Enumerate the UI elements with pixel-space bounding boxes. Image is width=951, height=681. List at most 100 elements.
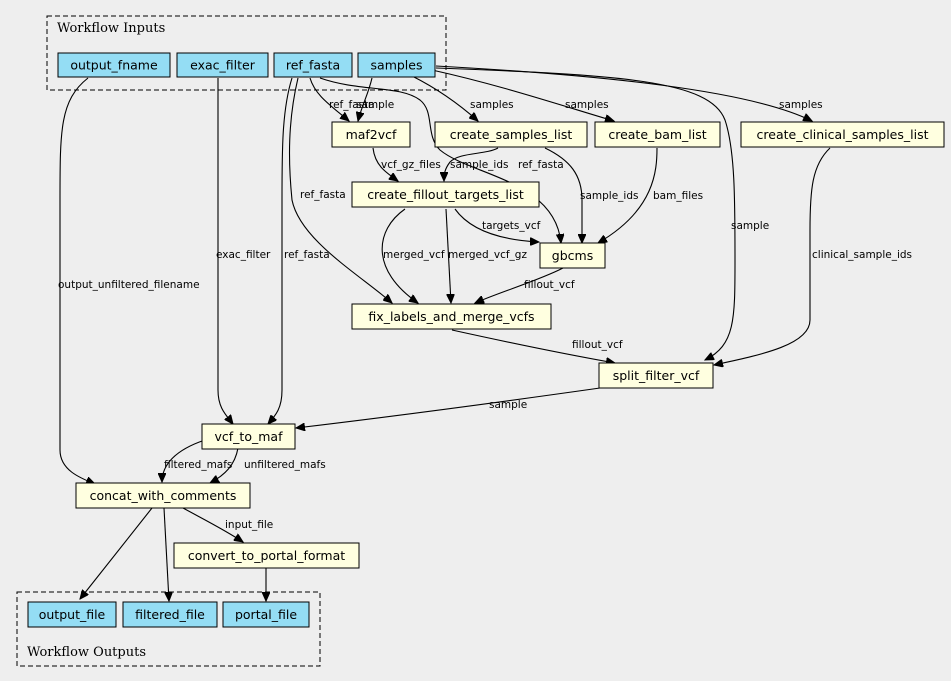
node-split-filter-vcf[interactable]: split_filter_vcf bbox=[598, 362, 714, 389]
node-vcf-to-maf[interactable]: vcf_to_maf bbox=[201, 423, 296, 450]
edge-label-merged-vcf: merged_vcf bbox=[383, 249, 445, 261]
edge-label-input-file: input_file bbox=[225, 519, 273, 531]
node-box bbox=[598, 362, 714, 389]
node-box bbox=[594, 121, 721, 148]
node-box bbox=[222, 601, 310, 628]
node-box bbox=[331, 121, 411, 148]
node-fix-labels-and-merge-vcfs[interactable]: fix_labels_and_merge_vcfs bbox=[351, 303, 552, 330]
edge-exac-filter-vcf-to-maf bbox=[217, 78, 233, 424]
workflow-inputs-cluster: Workflow Inputs bbox=[46, 15, 447, 91]
edge-label-sample-vcf-to-maf: sample bbox=[489, 399, 527, 411]
node-maf2vcf[interactable]: maf2vcf bbox=[331, 121, 411, 148]
edge-samples-list-gbcms bbox=[544, 147, 582, 243]
node-gbcms-label: gbcms bbox=[552, 248, 593, 263]
output-nodes: output_file filtered_file portal_file bbox=[27, 601, 310, 628]
node-convert-to-portal-format[interactable]: convert_to_portal_format bbox=[173, 542, 360, 569]
node-create-samples-list-label: create_samples_list bbox=[450, 127, 573, 142]
node-filtered-file-label: filtered_file bbox=[135, 607, 205, 622]
edge-label-vcf-gz-files: vcf_gz_files bbox=[381, 159, 441, 171]
edge-label-ref-fasta-vcf-to-maf: ref_fasta bbox=[284, 249, 330, 261]
node-create-fillout-targets-list[interactable]: create_fillout_targets_list bbox=[351, 181, 540, 208]
node-convert-to-portal-format-label: convert_to_portal_format bbox=[188, 548, 345, 563]
node-box bbox=[273, 52, 353, 78]
edge-label-targets-vcf: targets_vcf bbox=[482, 220, 541, 232]
node-output-file-label: output_file bbox=[39, 607, 106, 622]
edge-clinical-split-filter bbox=[714, 147, 831, 365]
workflow-outputs-title: Workflow Outputs bbox=[27, 645, 146, 660]
node-output-fname[interactable]: output_fname bbox=[57, 52, 171, 78]
node-filtered-file[interactable]: filtered_file bbox=[122, 601, 218, 628]
node-box bbox=[75, 482, 251, 509]
edge-concat-output-file bbox=[80, 507, 153, 599]
node-box bbox=[176, 52, 269, 78]
node-create-clinical-samples-list[interactable]: create_clinical_samples_list bbox=[740, 121, 945, 148]
edge-vcf-to-maf-concat-filtered bbox=[162, 439, 206, 482]
node-portal-file-label: portal_file bbox=[235, 607, 297, 622]
node-ref-fasta-label: ref_fasta bbox=[286, 58, 340, 73]
node-concat-with-comments-label: concat_with_comments bbox=[90, 488, 237, 503]
edge-concat-filtered-file bbox=[163, 507, 169, 601]
edge-label-bam-files: bam_files bbox=[653, 190, 703, 202]
edge-label-unfiltered-mafs: unfiltered_mafs bbox=[244, 459, 326, 471]
node-box bbox=[539, 242, 606, 269]
node-exac-filter-label: exac_filter bbox=[190, 58, 256, 73]
node-box bbox=[16, 591, 321, 667]
edge-labels: ref_fasta sample samples samples sample s… bbox=[58, 99, 912, 531]
edge-fix-split-filter bbox=[451, 329, 615, 363]
edge-split-filter-vcf-to-maf bbox=[296, 387, 601, 428]
edge-label-filtered-mafs: filtered_mafs bbox=[164, 459, 232, 471]
node-portal-file[interactable]: portal_file bbox=[222, 601, 310, 628]
node-create-clinical-samples-list-label: create_clinical_samples_list bbox=[757, 127, 929, 142]
node-exac-filter[interactable]: exac_filter bbox=[176, 52, 269, 78]
node-vcf-to-maf-label: vcf_to_maf bbox=[215, 429, 284, 444]
node-box bbox=[357, 52, 436, 78]
node-box bbox=[46, 15, 447, 91]
edge-label-ref-fasta-maf2vcf: ref_fasta bbox=[329, 99, 375, 111]
node-box bbox=[122, 601, 218, 628]
node-box bbox=[351, 181, 540, 208]
edge-gbcms-fix bbox=[475, 267, 564, 303]
edge-targets-gbcms bbox=[454, 208, 539, 242]
node-create-bam-list-label: create_bam_list bbox=[608, 127, 706, 142]
edge-label-output-unfiltered-filename: output_unfiltered_filename bbox=[58, 279, 200, 291]
edge-label-samples-create-clinical: samples bbox=[779, 99, 823, 111]
edge-label-sample-maf2vcf: sample bbox=[356, 99, 394, 111]
edge-concat-convert bbox=[182, 507, 243, 542]
edge-label-sample-split: sample bbox=[731, 220, 769, 232]
input-nodes: output_fname exac_filter ref_fasta sampl… bbox=[57, 52, 436, 78]
node-concat-with-comments[interactable]: concat_with_comments bbox=[75, 482, 251, 509]
node-create-samples-list[interactable]: create_samples_list bbox=[434, 121, 588, 148]
edge-samples-maf2vcf bbox=[358, 77, 373, 121]
node-box bbox=[434, 121, 588, 148]
node-split-filter-vcf-label: split_filter_vcf bbox=[613, 368, 700, 383]
node-box bbox=[173, 542, 360, 569]
edge-label-ref-fasta-gbcms: ref_fasta bbox=[518, 159, 564, 171]
node-ref-fasta[interactable]: ref_fasta bbox=[273, 52, 353, 78]
edge-ref-fasta-vcf-to-maf bbox=[268, 77, 293, 424]
edge-ref-fasta-fix-labels bbox=[288, 77, 392, 303]
node-output-fname-label: output_fname bbox=[70, 58, 158, 73]
edge-targets-fix-merged-vcf-gz bbox=[445, 208, 451, 303]
edge-ref-fasta-maf2vcf bbox=[309, 77, 349, 121]
node-samples[interactable]: samples bbox=[357, 52, 436, 78]
edge-samples-create-bam-list bbox=[431, 69, 614, 121]
edge-label-sample-ids-targets: sample_ids bbox=[450, 159, 508, 171]
node-maf2vcf-label: maf2vcf bbox=[346, 127, 397, 142]
node-create-bam-list[interactable]: create_bam_list bbox=[594, 121, 721, 148]
edge-samples-create-samples-list bbox=[411, 75, 478, 121]
step-nodes: maf2vcf create_samples_list create_bam_l… bbox=[75, 121, 945, 569]
edge-label-merged-vcf-gz: merged_vcf_gz bbox=[448, 249, 527, 261]
edge-maf2vcf-targets bbox=[372, 147, 398, 181]
node-output-file[interactable]: output_file bbox=[27, 601, 117, 628]
node-box bbox=[740, 121, 945, 148]
node-box bbox=[27, 601, 117, 628]
edge-label-samples-create-samples-list: samples bbox=[470, 99, 514, 111]
edge-samples-list-targets bbox=[444, 147, 499, 181]
node-box bbox=[351, 303, 552, 330]
node-samples-label: samples bbox=[371, 58, 423, 73]
edge-label-exac-filter: exac_filter bbox=[216, 249, 271, 261]
edge-targets-fix-merged-vcf bbox=[381, 208, 418, 303]
node-gbcms[interactable]: gbcms bbox=[539, 242, 606, 269]
edge-bam-list-gbcms bbox=[598, 147, 658, 243]
